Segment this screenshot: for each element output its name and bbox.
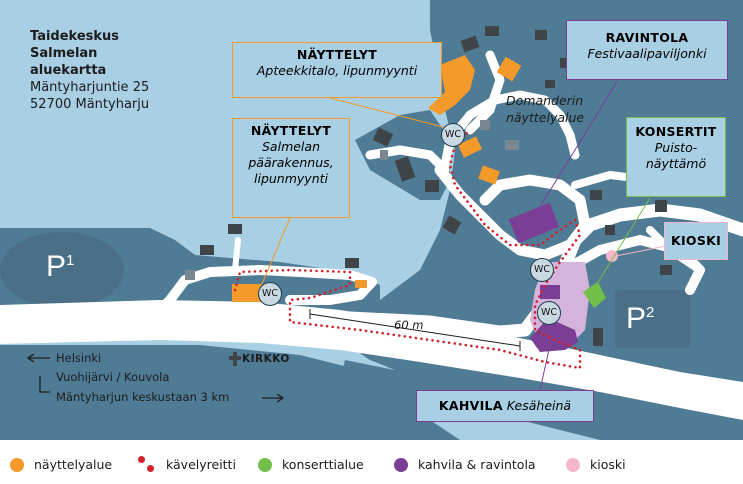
address-street: Mäntyharjuntie 25 bbox=[30, 80, 150, 95]
direction-keskusta: Mäntyharjun keskustaan 3 km bbox=[56, 390, 230, 404]
legend-label-concert: konserttialue bbox=[282, 457, 364, 472]
legend-swatch-concert bbox=[258, 458, 272, 472]
callout-nayttelyt-apteekki: NÄYTTELYT Apteekkitalo, lipunmyynti bbox=[232, 42, 442, 98]
callout-kioski: KIOSKI bbox=[664, 222, 728, 260]
callout-text: Festivaalipaviljonki bbox=[587, 46, 707, 61]
buildings bbox=[185, 26, 672, 346]
church-icon bbox=[229, 352, 241, 366]
callout-heading: RAVINTOLA bbox=[605, 30, 689, 45]
parking-p1-label: P1 bbox=[46, 250, 75, 283]
callout-heading: KAHVILA bbox=[438, 398, 503, 413]
wc-marker: WC bbox=[258, 282, 282, 306]
parking-p2-label: P2 bbox=[626, 302, 655, 335]
legend-swatch-walkroute bbox=[147, 465, 154, 472]
map-title-line3: aluekartta bbox=[30, 63, 107, 78]
legend-label-exhibition: näyttelyalue bbox=[34, 457, 113, 472]
legend-swatch-cafe bbox=[394, 458, 408, 472]
callout-kahvila: KAHVILA Kesäheinä bbox=[416, 390, 594, 422]
legend-label-walkroute: kävelyreitti bbox=[166, 457, 236, 472]
concert-stage bbox=[583, 282, 606, 308]
legend-swatch-kiosk bbox=[566, 458, 580, 472]
legend: näyttelyalue kävelyreitti konserttialue … bbox=[0, 448, 743, 478]
wc-marker: WC bbox=[537, 301, 561, 325]
callout-heading: NÄYTTELYT bbox=[250, 123, 332, 138]
map-title-block: Taidekeskus Salmelan aluekartta Mäntyhar… bbox=[30, 28, 149, 113]
callout-nayttelyt-paarakennus: NÄYTTELYT Salmelan päärakennus, lipunmyy… bbox=[232, 118, 350, 218]
callout-heading: KIOSKI bbox=[671, 233, 722, 248]
callout-text: päärakennus, bbox=[248, 155, 334, 170]
callout-ravintola: RAVINTOLA Festivaalipaviljonki bbox=[566, 20, 728, 80]
wc-marker: WC bbox=[530, 258, 554, 282]
kiosk-marker bbox=[606, 250, 618, 262]
callout-heading: NÄYTTELYT bbox=[296, 47, 378, 62]
direction-helsinki: Helsinki bbox=[56, 351, 102, 365]
callout-lines bbox=[261, 79, 667, 391]
distance-label: 60 m bbox=[394, 318, 424, 332]
callout-heading: KONSERTIT bbox=[635, 124, 717, 139]
callout-text: näyttämö bbox=[645, 156, 707, 171]
wc-marker: WC bbox=[441, 123, 465, 147]
church-label: KIRKKO bbox=[242, 353, 290, 365]
legend-swatch-exhibition bbox=[10, 458, 24, 472]
callout-konsertit: KONSERTIT Puisto- näyttämö bbox=[626, 117, 726, 197]
callout-text: Apteekkitalo, lipunmyynti bbox=[256, 63, 418, 78]
walking-route bbox=[233, 128, 582, 370]
direction-arrows bbox=[26, 353, 285, 403]
parking-p1-area bbox=[0, 232, 124, 308]
callout-text: Kesäheinä bbox=[506, 398, 572, 413]
area-label-line1: Domanderin bbox=[506, 93, 584, 108]
legend-label-kiosk: kioski bbox=[590, 457, 626, 472]
address-postal: 52700 Mäntyharju bbox=[30, 97, 150, 112]
main-road bbox=[0, 300, 743, 420]
direction-vuohijarvi: Vuohijärvi / Kouvola bbox=[56, 370, 170, 384]
area-label-line2: näyttelyalue bbox=[506, 110, 585, 125]
map-title-line2: Salmelan bbox=[30, 46, 98, 61]
distance-line bbox=[309, 313, 521, 347]
cafe-buildings bbox=[508, 202, 578, 352]
exhibition-buildings bbox=[232, 55, 522, 302]
legend-label-cafe: kahvila & ravintola bbox=[418, 457, 536, 472]
legend-swatch-walkroute bbox=[138, 456, 145, 463]
callout-text: Puisto- bbox=[654, 140, 698, 155]
callout-text: lipunmyynti bbox=[254, 171, 328, 186]
domander-area-label: Domanderin näyttelyalue bbox=[506, 92, 584, 126]
map-title-line1: Taidekeskus bbox=[30, 29, 120, 44]
parking-p2-area bbox=[615, 290, 690, 348]
callout-text: Salmelan bbox=[262, 139, 320, 154]
